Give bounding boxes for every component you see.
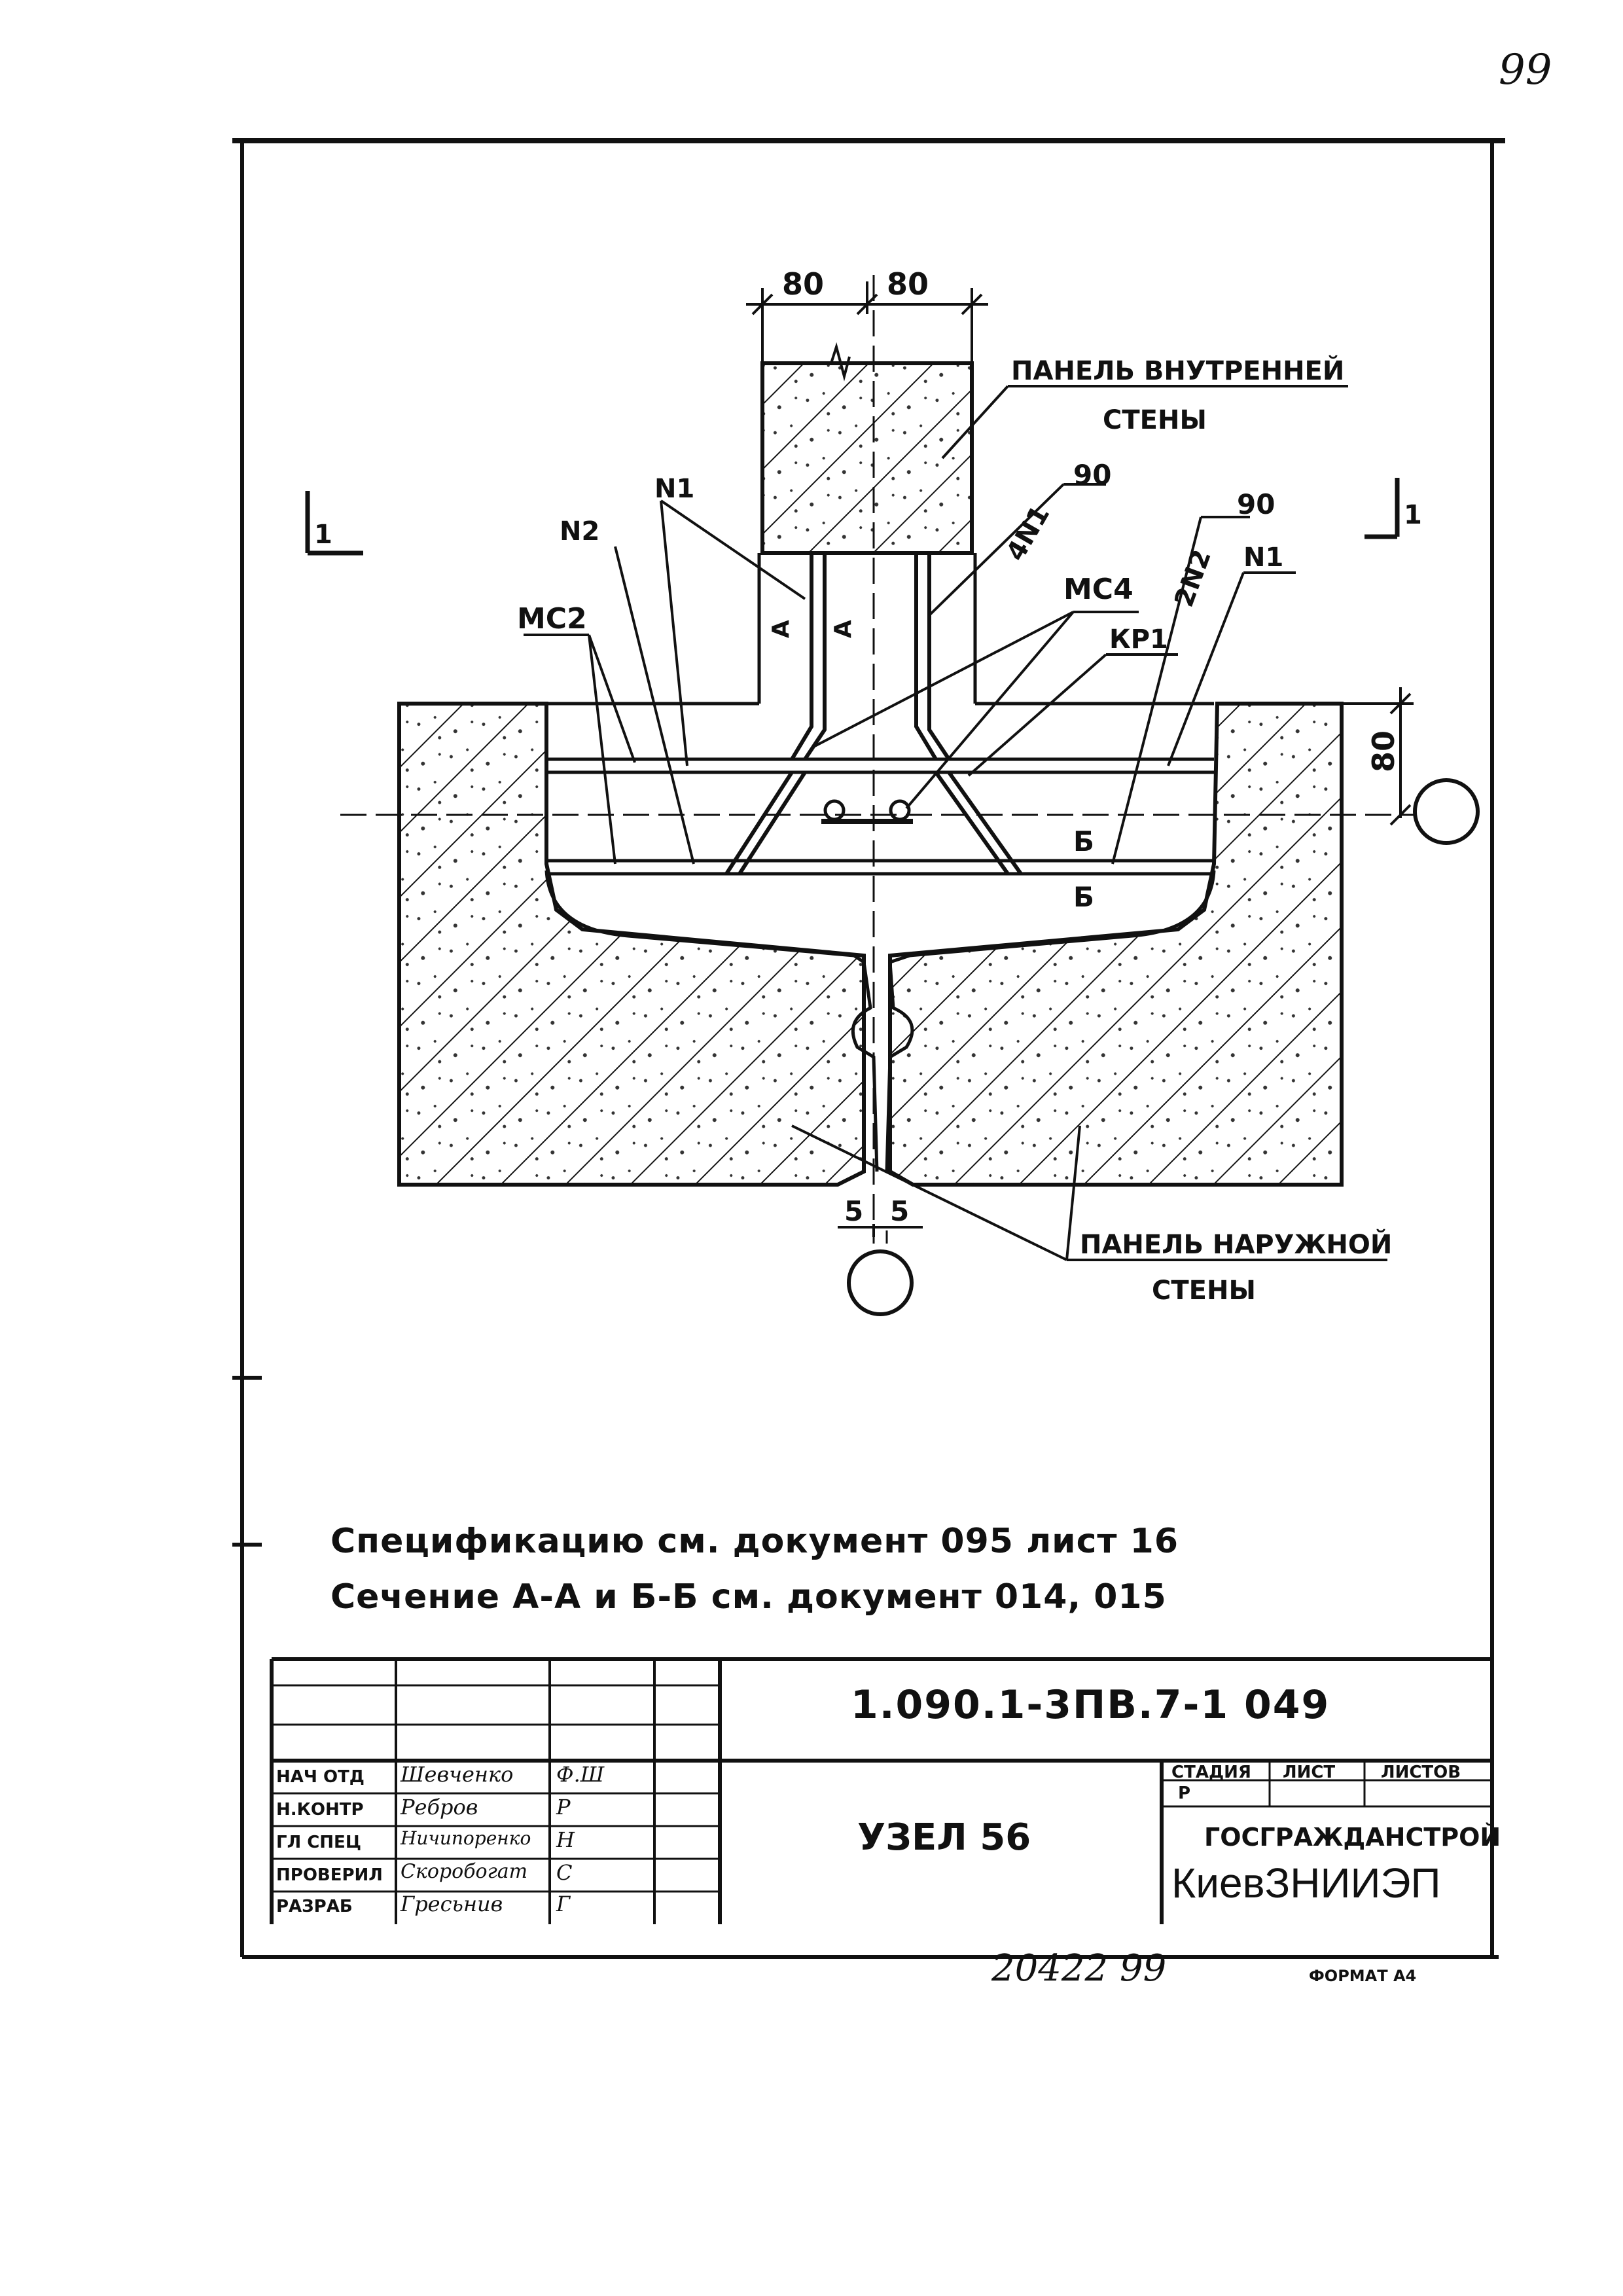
name-3: Скоробогат: [401, 1860, 528, 1883]
dim-90-b: 90: [1237, 488, 1275, 520]
label-b-lower: Б: [1073, 881, 1094, 913]
label-mc2: МС2: [517, 602, 587, 636]
drawing-frame: [232, 138, 1505, 1959]
title-block-grid: [270, 1657, 1492, 1924]
dimension-lines: [746, 281, 1414, 1237]
label-4n1: 4N1: [1001, 501, 1056, 566]
note-specification: Спецификацию см. документ 095 лист 16: [330, 1522, 1179, 1561]
label-inner-panel-line2: СТЕНЫ: [1103, 405, 1207, 435]
label-n2: N2: [560, 516, 599, 547]
label-a-left: А: [768, 620, 794, 638]
axis-lines: [340, 275, 1427, 1244]
axis-markers: [847, 778, 1480, 1316]
org-line1: ГОСГРАЖДАНСТРОЙ: [1204, 1823, 1501, 1852]
name-1: Ребров: [401, 1795, 478, 1820]
label-mc4: МС4: [1063, 573, 1133, 606]
format-label: ФОРМАТ А4: [1309, 1967, 1417, 1985]
label-b-upper: Б: [1073, 825, 1094, 857]
label-n1-left: N1: [654, 474, 694, 504]
outer-panel-joint-profile: [544, 870, 1216, 1172]
role-3: ПРОВЕРИЛ: [276, 1865, 383, 1885]
label-a-right: А: [830, 620, 857, 638]
label-section-left: 1: [314, 520, 332, 550]
sign-1: Р: [556, 1795, 571, 1820]
role-4: РАЗРАБ: [276, 1897, 353, 1916]
label-n1-right: N1: [1243, 543, 1283, 573]
sheet-header: ЛИСТ: [1283, 1763, 1336, 1782]
role-1: Н.КОНТР: [276, 1800, 364, 1820]
org-line2: КиевЗНИИЭП: [1171, 1859, 1441, 1907]
stage-header: СТАДИЯ: [1171, 1763, 1251, 1782]
outer-wall-panel-right: [888, 702, 1344, 1187]
sign-4: Г: [556, 1892, 571, 1916]
sign-0: Ф.Ш: [556, 1762, 605, 1787]
doc-code: 1.090.1-3ПВ.7-1 049: [851, 1682, 1330, 1728]
inventory-number: 20422 99: [991, 1947, 1167, 1990]
stage-value: Р: [1178, 1784, 1191, 1803]
dim-right-vertical: 80: [1366, 730, 1401, 772]
name-0: Шевченко: [401, 1762, 514, 1787]
label-section-right: 1: [1404, 500, 1422, 530]
page-number: 99: [1499, 46, 1552, 94]
section-markers: [305, 478, 1400, 556]
sign-3: С: [556, 1860, 573, 1885]
drawing-title: УЗЕЛ 56: [857, 1816, 1031, 1859]
label-2n2: 2N2: [1169, 546, 1217, 611]
label-outer-panel-line2: СТЕНЫ: [1152, 1276, 1256, 1306]
label-outer-panel-line1: ПАНЕЛЬ НАРУЖНОЙ: [1080, 1229, 1392, 1260]
inner-wall-panel: [760, 342, 974, 555]
dim-top-left: 80: [782, 266, 824, 302]
sheets-header: ЛИСТОВ: [1381, 1763, 1461, 1782]
note-sections: Сечение А-А и Б-Б см. документ 014, 015: [330, 1577, 1167, 1617]
name-4: Гресьнив: [401, 1892, 503, 1916]
role-2: ГЛ СПЕЦ: [276, 1833, 361, 1852]
role-0: НАЧ ОТД: [276, 1767, 365, 1787]
label-kp1: КР1: [1109, 624, 1168, 655]
label-inner-panel-line1: ПАНЕЛЬ ВНУТРЕННЕЙ: [1011, 355, 1344, 386]
leader-lines: [524, 385, 1387, 1261]
dim-top-right: 80: [887, 266, 929, 302]
name-2: Ничипоренко: [401, 1827, 531, 1849]
anchor-plates: [724, 553, 1023, 875]
dim-90-a: 90: [1073, 459, 1111, 491]
dim-bottom-right: 5: [890, 1195, 909, 1227]
sign-2: Н: [556, 1827, 575, 1852]
outer-wall-panel-left: [397, 702, 866, 1187]
dim-bottom-left: 5: [844, 1195, 863, 1227]
